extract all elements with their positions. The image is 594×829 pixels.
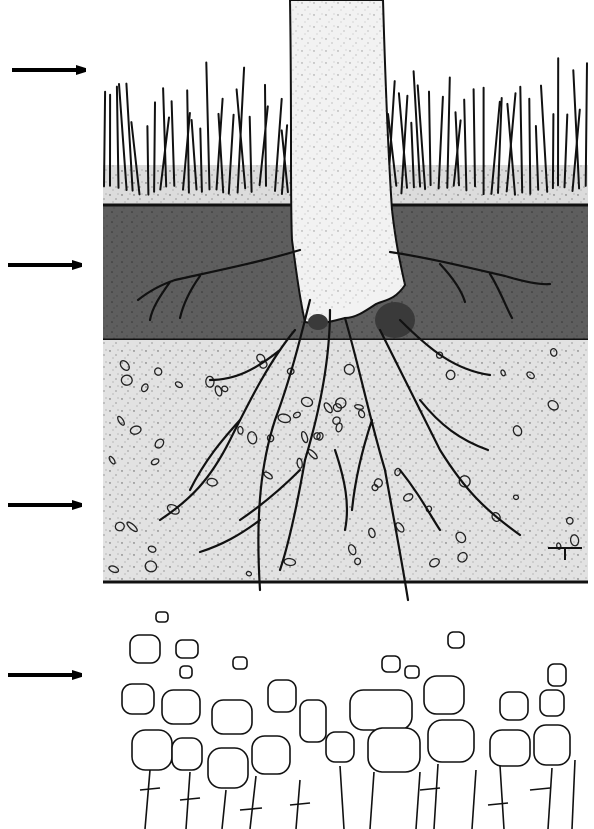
rock-block xyxy=(180,666,192,678)
rock-block xyxy=(156,612,168,622)
rock-crack xyxy=(370,772,374,829)
rock-block xyxy=(172,738,202,770)
rock-block xyxy=(540,690,564,716)
subsoil-horizon xyxy=(103,340,588,582)
rock-block xyxy=(405,666,419,678)
rock-crack xyxy=(140,788,160,790)
grass-blade xyxy=(529,99,530,194)
rock-block xyxy=(162,690,200,724)
rock-crack xyxy=(488,803,508,805)
rock-block xyxy=(382,656,400,672)
rock-block xyxy=(176,640,198,658)
rock-crack xyxy=(434,764,438,829)
rock-block xyxy=(300,700,326,742)
rock-crack xyxy=(472,770,476,829)
grass-blade xyxy=(586,63,587,186)
rock-crack xyxy=(180,798,200,800)
bedrock-horizon xyxy=(122,612,575,829)
rock-crack xyxy=(500,766,504,829)
grass-blade xyxy=(104,92,105,186)
rock-block xyxy=(548,664,566,686)
rock-crack xyxy=(250,776,256,829)
rock-block xyxy=(132,730,172,770)
rock-crack xyxy=(186,772,190,829)
rock-block xyxy=(350,690,412,730)
rock-crack xyxy=(548,768,552,829)
bedrock-blocks xyxy=(122,612,575,829)
rock-block xyxy=(368,728,420,772)
rock-crack xyxy=(530,788,550,790)
rock-block xyxy=(448,632,464,648)
rock-block xyxy=(122,684,154,714)
grass-blade xyxy=(474,89,475,186)
rock-block xyxy=(208,748,248,788)
rock-block xyxy=(428,720,474,762)
rock-block xyxy=(212,700,252,734)
grass-blade xyxy=(265,85,266,186)
rock-crack xyxy=(222,790,226,829)
rock-crack xyxy=(145,770,150,829)
rock-block xyxy=(130,635,160,663)
rock-block xyxy=(326,732,354,762)
rock-block xyxy=(424,676,464,714)
rock-crack xyxy=(572,760,575,829)
rock-crack xyxy=(290,803,310,805)
rock-block xyxy=(500,692,528,720)
rock-crack xyxy=(240,808,262,810)
rock-block xyxy=(534,725,570,765)
horizon-arrows xyxy=(8,70,82,675)
grass-blade xyxy=(154,102,155,191)
rock-block xyxy=(233,657,247,669)
rock-crack xyxy=(416,772,420,829)
rock-crack xyxy=(340,766,344,829)
rock-block xyxy=(268,680,296,712)
rock-block xyxy=(252,736,290,774)
grass-blade xyxy=(147,126,148,195)
grass-blade xyxy=(553,114,554,188)
rock-block xyxy=(490,730,530,766)
